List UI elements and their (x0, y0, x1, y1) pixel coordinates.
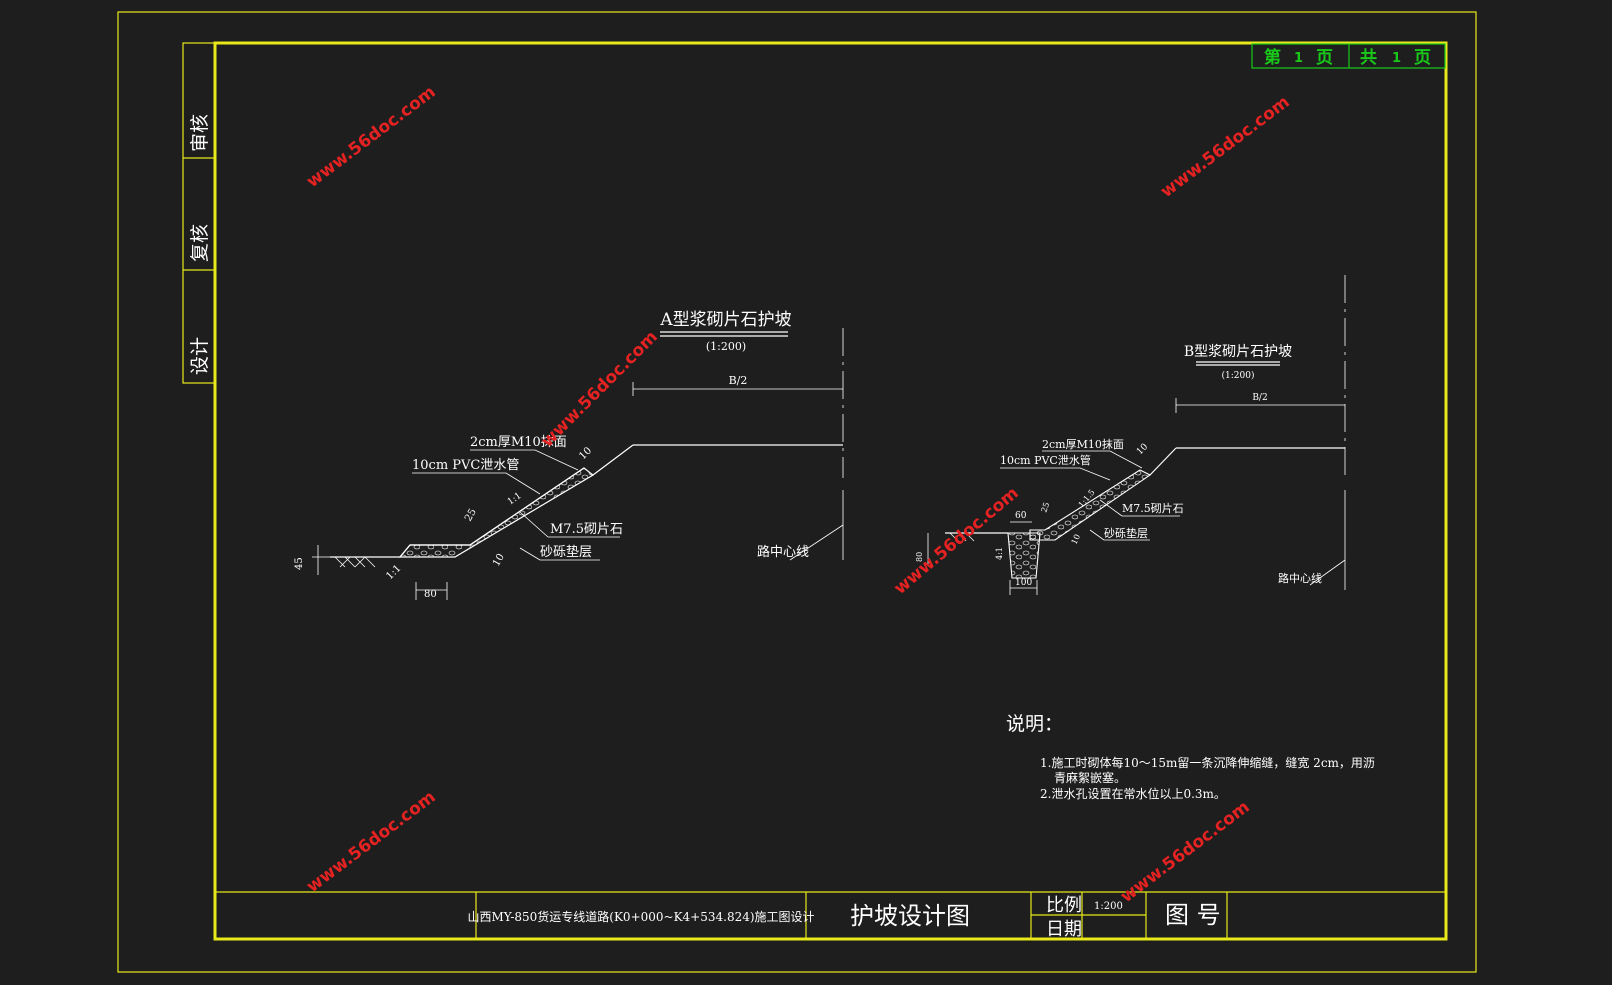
section-b-dim-80: 80 (915, 552, 924, 562)
outer-frame (117, 11, 1477, 973)
section-a-centerline-label: 路中心线 (757, 544, 809, 560)
scale-value: 1:200 (1094, 901, 1123, 912)
section-b-mortar-label: 2cm厚M10抹面 (1042, 438, 1124, 451)
section-b-pipe-label: 10cm PVC泄水管 (1000, 453, 1091, 467)
design-label: 设计 (189, 337, 211, 375)
watermark-2: www.56doc.com (1157, 92, 1294, 202)
section-a-pipe-label: 10cm PVC泄水管 (412, 458, 519, 473)
section-b-dim-10b: 10 (1070, 533, 1082, 546)
watermark-1: www.56doc.com (303, 82, 440, 192)
section-a-stone-label: M7.5砌片石 (550, 522, 623, 537)
title-block: 山西MY-850货运专线道路(K0+000~K4+534.824)施工图设计 护… (215, 891, 1446, 940)
date-label: 日期 (1046, 919, 1082, 940)
section-a-dim-10: 10 (577, 445, 594, 462)
drawing-no-label: 图 号 (1165, 901, 1221, 929)
section-a-dim-25: 25 (463, 507, 479, 524)
watermark-4: www.56doc.com (890, 483, 1022, 599)
section-a-slope-1-1: 1:1 (384, 563, 403, 582)
section-b-centerline-label: 路中心线 (1278, 571, 1322, 585)
section-b-dim-60: 60 (1015, 511, 1027, 521)
section-a-half-width: B/2 (729, 374, 748, 387)
section-a-title: A型浆砌片石护坡 (659, 310, 791, 330)
total-unit: 页 (1414, 48, 1431, 68)
section-a-scale: (1:200) (706, 340, 746, 353)
section-b-dim-25: 25 (1039, 501, 1051, 514)
inner-frame (213, 41, 1448, 941)
section-b-dim-4-1: 4:1 (995, 547, 1004, 560)
section-b-dim-100: 100 (1015, 578, 1032, 588)
page-prefix: 第 (1264, 47, 1281, 68)
total-number: 1 (1392, 51, 1401, 66)
page-number: 1 (1294, 51, 1303, 66)
page-unit: 页 (1316, 48, 1333, 68)
notes-item2: 2.泄水孔设置在常水位以上0.3m。 (1040, 786, 1226, 801)
section-a-dim-45: 45 (294, 557, 305, 570)
section-b-dim-10: 10 (1135, 442, 1150, 457)
review-label: 审核 (189, 114, 211, 152)
notes: 说明： 1.施工时砌体每10～15m留一条沉降伸缩缝，缝宽 2cm，用沥 青麻絮… (1006, 713, 1375, 801)
section-b-title: B型浆砌片石护坡 (1184, 344, 1292, 360)
section-a-mortar-label: 2cm厚M10抹面 (470, 435, 567, 450)
section-b-half-width: B/2 (1252, 393, 1267, 403)
watermarks: www.56doc.com www.56doc.com www.56doc.co… (303, 82, 1294, 907)
notes-item1-line2: 青麻絮嵌塞。 (1054, 770, 1126, 785)
section-a-dim-80: 80 (424, 589, 437, 600)
scale-label: 比例 (1046, 895, 1082, 916)
watermark-5: www.56doc.com (303, 787, 440, 897)
section-a-gravel-label: 砂砾垫层 (540, 544, 592, 560)
notes-item1-line1: 1.施工时砌体每10～15m留一条沉降伸缩缝，缝宽 2cm，用沥 (1040, 755, 1375, 770)
project-name: 山西MY-850货运专线道路(K0+000~K4+534.824)施工图设计 (467, 909, 814, 924)
section-b-scale: (1:200) (1222, 370, 1255, 381)
section-a-dim-10b: 10 (491, 552, 507, 569)
section-a-drawing: A型浆砌片石护坡 (1:200) B/2 45 (294, 310, 844, 600)
watermark-6: www.56doc.com (1117, 797, 1254, 907)
section-b-stone-label: M7.5砌片石 (1122, 502, 1184, 515)
section-b-gravel-label: 砂砾垫层 (1104, 526, 1148, 540)
section-b-drawing: B型浆砌片石护坡 (1:200) B/2 100 60 80 4:1 2 (915, 275, 1346, 595)
drawing-title: 护坡设计图 (850, 902, 970, 930)
recheck-label: 复核 (189, 224, 211, 262)
notes-heading: 说明： (1006, 713, 1063, 735)
page-counter: 第 1 页 共 1 页 (1251, 43, 1446, 69)
side-strip: 审核 复核 设计 (182, 42, 216, 384)
section-a-slope-top: 1:1 (506, 491, 524, 507)
total-prefix: 共 (1360, 48, 1377, 68)
